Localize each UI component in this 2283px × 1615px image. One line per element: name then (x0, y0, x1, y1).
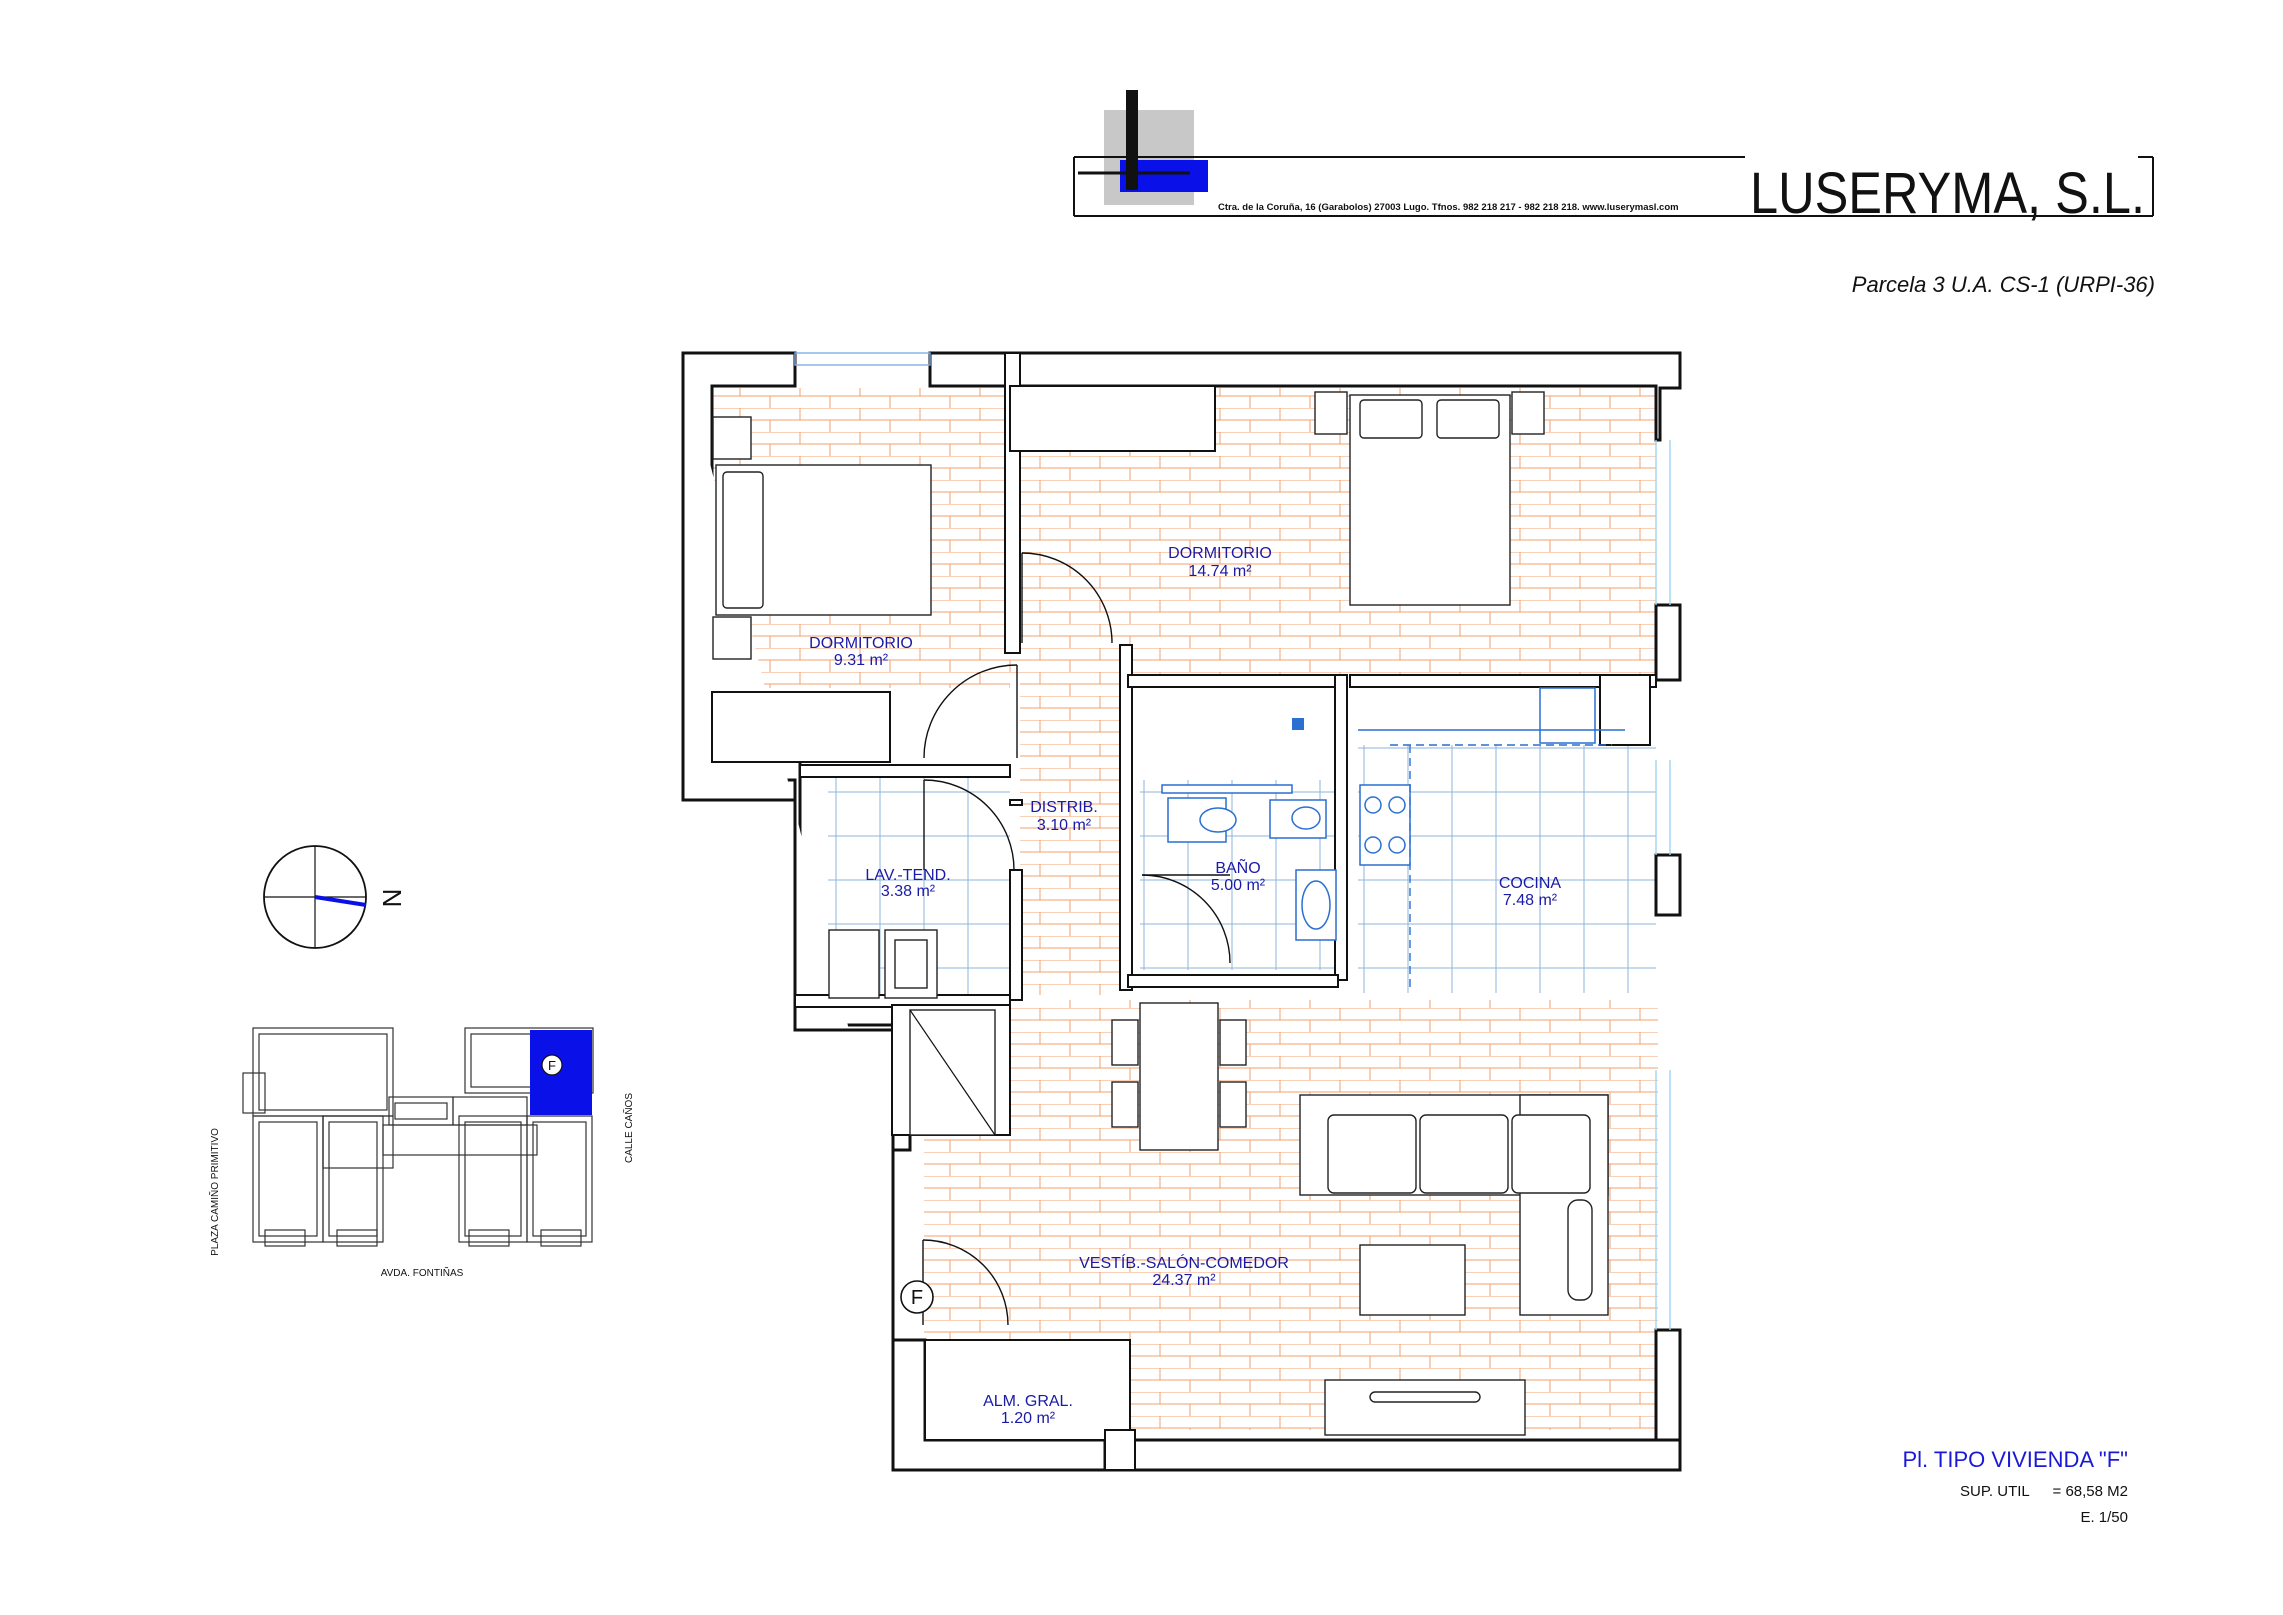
room-salon-name: VESTÍB.-SALÓN-COMEDOR (1079, 1253, 1289, 1272)
plan-title: Pl. TIPO VIVIENDA "F" (1903, 1447, 2129, 1472)
compass-north-label: N (377, 889, 407, 908)
location-map-unit-marker (541, 1054, 563, 1076)
laundry-fixtures (828, 929, 996, 1136)
compass-rose (263, 845, 367, 949)
room-almacen-area: 1.20 m² (1001, 1410, 1056, 1427)
room-cocina-area: 7.48 m² (1503, 892, 1558, 909)
surface-value: = 68,58 M2 (2053, 1483, 2128, 1500)
room-dormitorio-1-name: DORMITORIO (809, 635, 913, 652)
street-right-label: CALLE CAÑOS (622, 1093, 635, 1163)
room-lav-tend-name: LAV.-TEND. (865, 867, 950, 884)
location-map-unit-letter: F (548, 1058, 556, 1073)
room-almacen-name: ALM. GRAL. (983, 1393, 1073, 1410)
room-distrib-name: DISTRIB. (1030, 799, 1098, 816)
entrance-marker (900, 1280, 934, 1314)
living-furniture (1111, 1002, 1609, 1436)
room-salon-area: 24.37 m² (1152, 1272, 1216, 1289)
room-bano-area: 5.00 m² (1211, 877, 1266, 894)
room-dormitorio-2-area: 14.74 m² (1188, 563, 1252, 580)
street-bottom-label: AVDA. FONTIÑAS (381, 1266, 464, 1279)
room-dormitorio-1-area: 9.31 m² (834, 652, 889, 669)
company-header-frame (1073, 156, 2154, 217)
entrance-marker-letter: F (911, 1287, 923, 1309)
bathroom-fixtures (1161, 718, 1337, 941)
company-name: LUSERYMA, S.L. (1750, 161, 2145, 226)
kitchen-fixtures (1358, 687, 1625, 988)
street-left-label: PLAZA CAMIÑO PRIMITIVO (208, 1128, 221, 1256)
location-map (242, 1027, 594, 1247)
plan-scale: E. 1/50 (2080, 1509, 2128, 1526)
company-address: Ctra. de la Coruña, 16 (Garabolos) 27003… (1218, 202, 1679, 213)
room-distrib-area: 3.10 m² (1037, 817, 1092, 834)
company-logo (1078, 90, 1208, 205)
surface-label: SUP. UTIL (1960, 1483, 2030, 1500)
bed-dormitorio-1 (712, 416, 932, 660)
windows (1655, 440, 1671, 1330)
room-cocina-name: COCINA (1499, 875, 1562, 892)
room-bano-name: BAÑO (1215, 857, 1260, 877)
project-parcel: Parcela 3 U.A. CS-1 (URPI-36) (1852, 272, 2155, 297)
room-lav-tend-area: 3.38 m² (881, 883, 936, 900)
location-map-unit-highlight (530, 1030, 592, 1115)
bed-dormitorio-2 (1314, 391, 1545, 606)
room-dormitorio-2-name: DORMITORIO (1168, 545, 1272, 562)
